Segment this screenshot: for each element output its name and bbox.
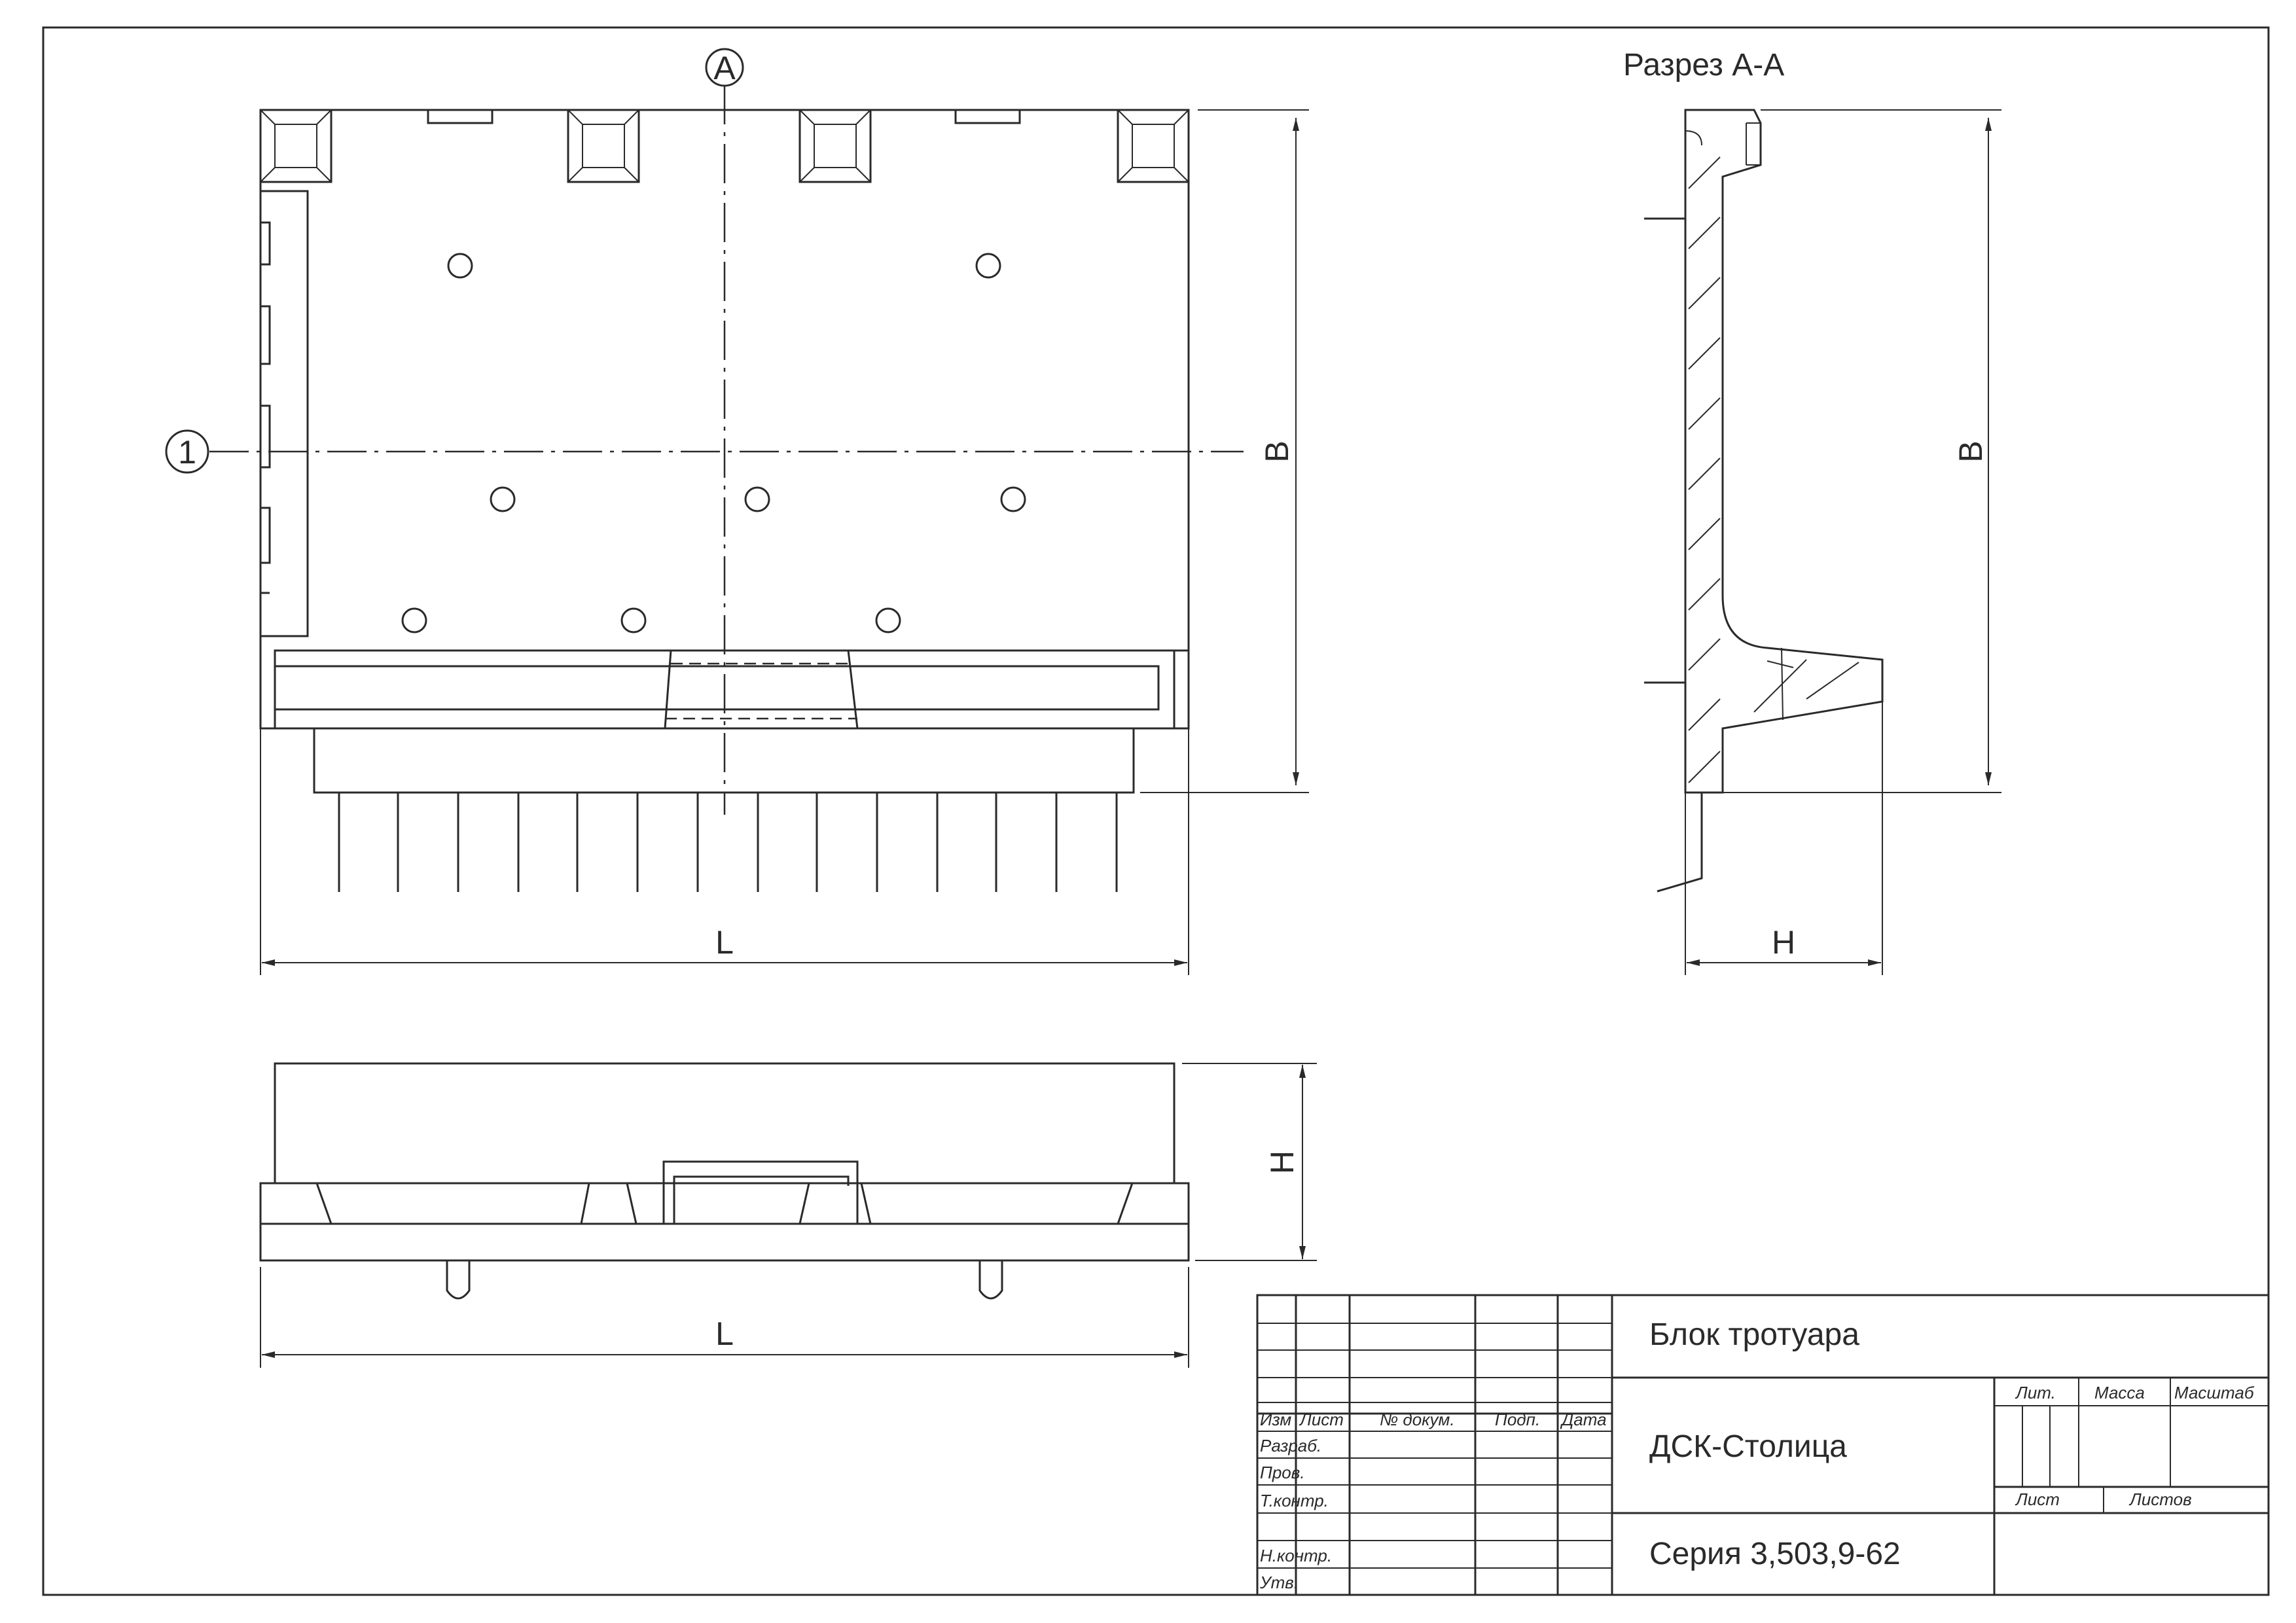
front-view: A 1 B L: [165, 48, 1309, 975]
sheet-label: Лист: [2015, 1489, 2060, 1509]
title-series: Серия 3,503,9-62: [1649, 1537, 1901, 1571]
curb-channel: [274, 649, 1190, 730]
position-mark-1-label: 1: [178, 434, 196, 471]
info-header-lit: Лит.: [2015, 1383, 2056, 1402]
column-header-date: Дата: [1560, 1410, 1607, 1429]
row-label-checked: Пров.: [1260, 1463, 1305, 1482]
dimension-B-front-label: B: [1259, 440, 1295, 462]
section-mark-a: [705, 48, 744, 87]
left-side-rib: [260, 190, 309, 637]
title-name: Блок тротуара: [1649, 1317, 1859, 1352]
bottom-view: H L: [259, 1062, 1317, 1368]
dimension-B-section-label: B: [1952, 440, 1989, 462]
rebar-outlets: [338, 793, 1118, 892]
holes: [401, 253, 1026, 633]
sheet-frame: [42, 26, 2270, 1596]
dimension-H-section-label: H: [1772, 924, 1795, 961]
row-label-norm-control: Н.контр.: [1260, 1546, 1332, 1565]
sheets-label: Листов: [2128, 1489, 2192, 1509]
embedded-plates: [259, 109, 1190, 183]
column-header-doc: № докум.: [1380, 1410, 1455, 1429]
info-header-mass: Масса: [2094, 1383, 2145, 1402]
column-header-list: Лист: [1299, 1410, 1344, 1429]
dimension-L-front-label: L: [715, 924, 734, 961]
bottom-pins: [446, 1260, 1003, 1300]
row-label-approved: Утв.: [1259, 1573, 1299, 1592]
info-header-scale: Масштаб: [2174, 1383, 2255, 1402]
title-block: Блок тротуара ДСК-Столица Серия 3,503,9-…: [1256, 1294, 2270, 1596]
dimension-L-bottom-label: L: [715, 1315, 734, 1352]
section-outline: [1684, 109, 1884, 794]
title-organization: ДСК-Столица: [1649, 1429, 1847, 1464]
section-mark-a-label: A: [713, 50, 736, 86]
section-title: Разрез А-А: [1623, 48, 1784, 82]
column-header-sign: Подп.: [1495, 1410, 1540, 1429]
section-hatch: [1688, 156, 1859, 783]
bottom-view-base: [259, 1182, 1190, 1262]
row-label-developed: Разраб.: [1260, 1436, 1321, 1455]
dimension-H-bottom-label: H: [1264, 1150, 1300, 1174]
row-label-tech-control: Т.контр.: [1260, 1491, 1329, 1510]
column-header-izm: Изм: [1260, 1410, 1291, 1429]
section-view: Разрез А-А B H: [1623, 48, 2001, 975]
position-mark-1: [165, 429, 209, 474]
